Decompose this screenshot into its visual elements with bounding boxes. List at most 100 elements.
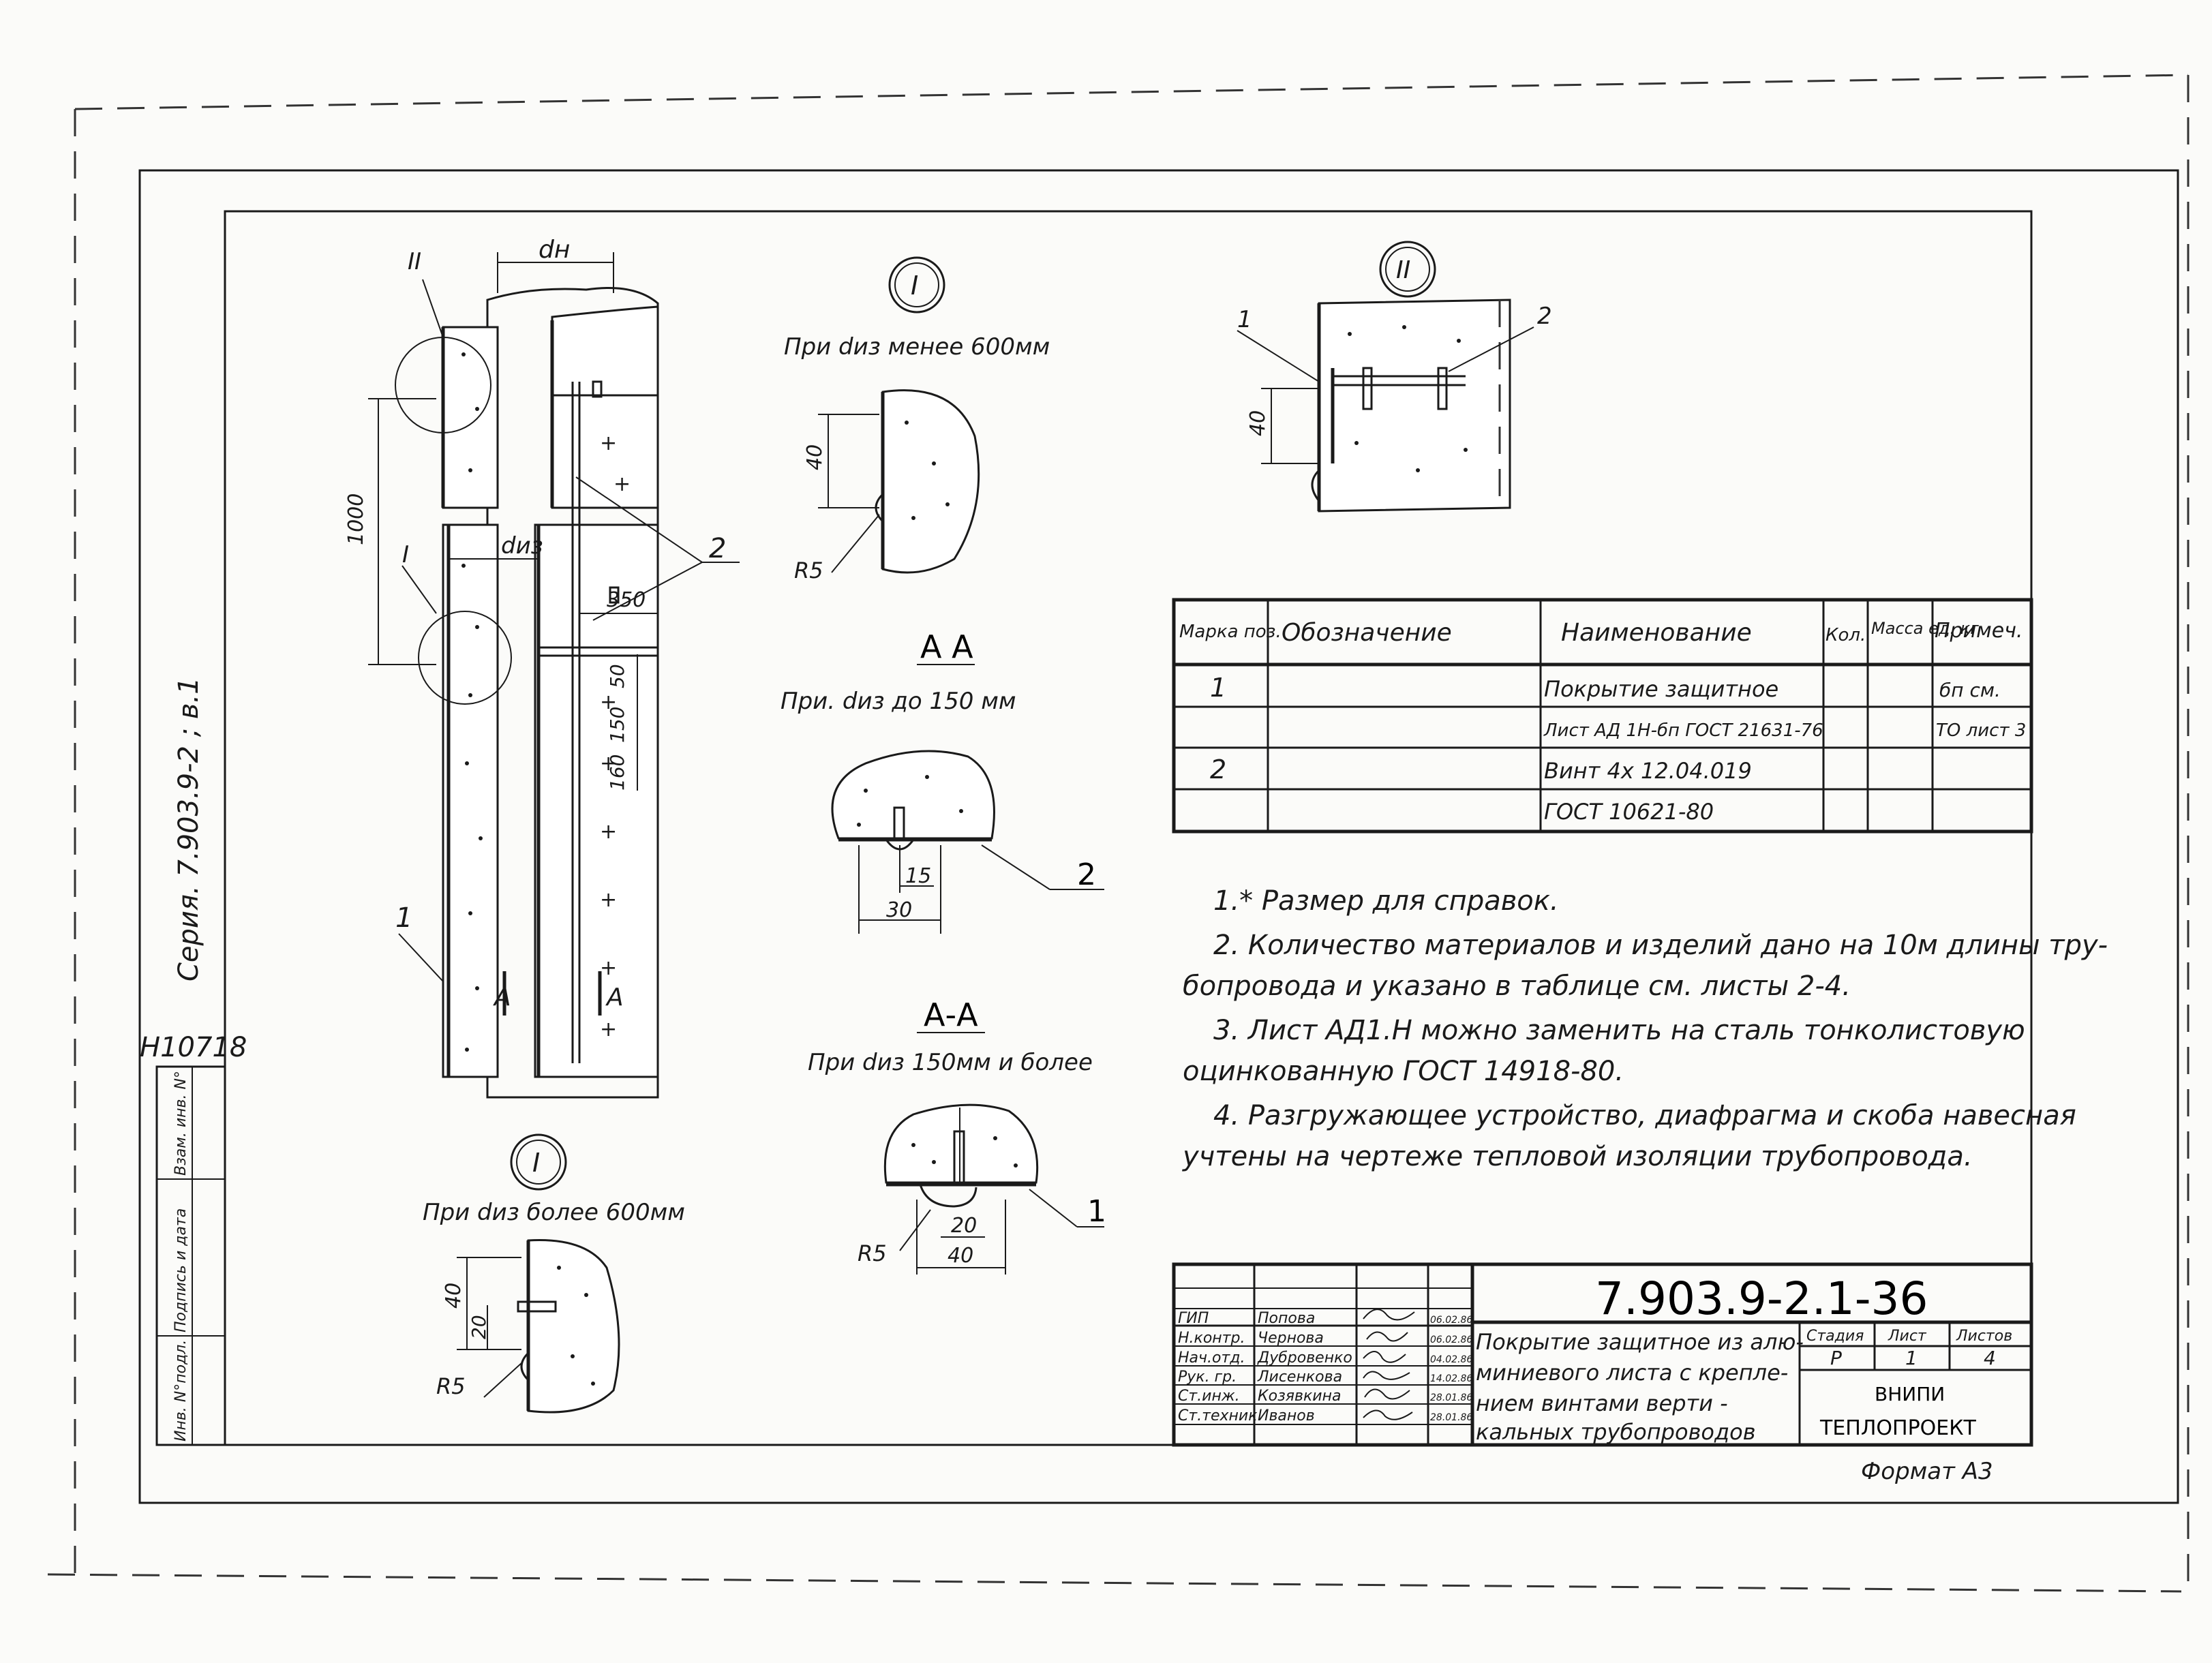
description-line-4: кальных трубопроводов: [1476, 1419, 1756, 1445]
spec-row-4-name: ГОСТ 10621-80: [1544, 799, 1714, 825]
pipe-view: dн ++ +++ +++: [344, 236, 740, 1099]
detail-I-small-caption: При dиз менее 600мм: [784, 333, 1050, 361]
detail-I-small: I При dиз менее 600мм 40 R5: [784, 256, 1050, 583]
spec-row-1-note: бп см.: [1939, 679, 2001, 701]
section-AA-large-title: А-А: [924, 996, 978, 1033]
dim-50: 50: [606, 664, 628, 688]
date-gip: 06.02.86: [1430, 1315, 1472, 1326]
inventory-number: Н10718: [140, 1032, 247, 1063]
name-norm-control: Чернова: [1258, 1330, 1324, 1347]
description-line-3: нием винтами верти -: [1476, 1390, 1728, 1416]
sheet-value: 1: [1905, 1347, 1918, 1369]
spec-header-mass: Масса ед. кг: [1871, 619, 1979, 638]
stage-value: Р: [1830, 1347, 1842, 1369]
section-AA-large-dim-40: 40: [948, 1244, 973, 1268]
name-gip: Попова: [1258, 1310, 1315, 1327]
name-senior-engineer: Козявкина: [1258, 1388, 1341, 1405]
spec-header-mark: Марка поз.: [1179, 622, 1282, 642]
name-group-head: Лисенкова: [1257, 1369, 1342, 1386]
section-AA-small: А А При. dиз до 150 мм 30 15 2: [781, 628, 1104, 934]
section-AA-small-dim-30: 30: [886, 898, 912, 922]
svg-text:+: +: [600, 1018, 617, 1041]
sheet-label: Лист: [1888, 1328, 1927, 1345]
spec-header-qty: Кол.: [1825, 625, 1866, 645]
date-senior-engineer: 28.01.86: [1430, 1392, 1472, 1403]
sheets-label: Листов: [1956, 1328, 2012, 1345]
detail-I-large: I При dиз более 600мм 40 20 R5: [423, 1133, 685, 1414]
role-dept-head: Нач.отд.: [1178, 1349, 1245, 1367]
spec-row-3-mark: 2: [1210, 754, 1226, 784]
section-mark-left: А: [493, 983, 511, 1011]
detail-I-large-dim-20: 20: [468, 1315, 490, 1339]
role-group-head: Рук. гр.: [1178, 1369, 1237, 1386]
margin-cell-signature: Подпись и дата: [172, 1208, 190, 1332]
outer-frame: [138, 169, 2179, 1504]
node-II-label: II: [408, 248, 421, 275]
detail-I-small-marker: I: [911, 271, 918, 301]
series-label: Серия. 7.903.9-2 ; в.1: [173, 677, 204, 981]
role-senior-technician: Ст.техник: [1178, 1407, 1258, 1424]
section-AA-small-title: А А: [920, 628, 973, 665]
svg-text:+: +: [600, 690, 617, 714]
date-senior-technician: 28.01.86: [1430, 1412, 1472, 1423]
detail-I-small-dim-40: 40: [803, 444, 827, 470]
signatures: [1363, 1309, 1415, 1420]
spec-table-headers: Марка поз. Обозначение Наименование Кол.…: [1179, 619, 2022, 647]
note-line-2: 2. Количество материалов и изделий дано …: [1213, 930, 2108, 961]
dim-1000: 1000: [344, 493, 368, 545]
svg-text:+: +: [600, 752, 617, 776]
stage-label: Стадия: [1806, 1328, 1864, 1345]
svg-text:+: +: [600, 888, 617, 912]
detail-I-large-radius: R5: [436, 1373, 466, 1399]
spec-row-1-mark: 1: [1210, 673, 1226, 703]
title-description: Покрытие защитное из алю- миниевого лист…: [1476, 1329, 1804, 1445]
svg-text:+: +: [600, 956, 617, 980]
role-gip: ГИП: [1178, 1310, 1209, 1327]
spec-row-1-name: Покрытие защитное: [1544, 676, 1778, 702]
spec-table-rows: 1 Покрытие защитное бп см. Лист АД 1Н-бп…: [1210, 673, 2026, 825]
dim-350: 350: [607, 588, 646, 612]
detail-II-dim-40: 40: [1246, 410, 1270, 436]
role-norm-control: Н.контр.: [1178, 1330, 1245, 1347]
section-AA-large-radius: R5: [858, 1240, 887, 1266]
section-AA-large-callout-1: 1: [1087, 1194, 1106, 1229]
detail-I-large-caption: При dиз более 600мм: [423, 1199, 685, 1226]
spec-row-3-name: Винт 4х 12.04.019: [1544, 758, 1752, 784]
detail-I-large-marker: I: [532, 1148, 540, 1178]
callout-2: 2: [709, 533, 726, 564]
spec-header-name: Наименование: [1561, 619, 1752, 647]
node-I-label: I: [402, 541, 409, 568]
detail-I-small-radius: R5: [794, 558, 823, 583]
spec-row-2-name: Лист АД 1Н-бп ГОСТ 21631-76: [1543, 720, 1823, 741]
note-line-4: 3. Лист АД1.Н можно заменить на сталь то…: [1213, 1015, 2025, 1046]
callout-1: 1: [395, 902, 412, 934]
svg-text:+: +: [600, 431, 617, 455]
note-line-3: бопровода и указано в таблице см. листы …: [1183, 971, 1851, 1002]
description-line-2: миниевого листа с крепле-: [1476, 1360, 1788, 1386]
title-block-roles: ГИП Попова 06.02.86 Н.контр. Чернова 06.…: [1178, 1310, 1472, 1424]
date-group-head: 14.02.86: [1430, 1373, 1472, 1384]
name-senior-technician: Иванов: [1258, 1407, 1315, 1424]
detail-II-callout-1: 1: [1237, 306, 1252, 333]
description-line-1: Покрытие защитное из алю-: [1476, 1329, 1804, 1355]
detail-II-marker: II: [1396, 256, 1410, 284]
section-mark-right: А: [605, 983, 624, 1011]
section-AA-large-dim-20: 20: [951, 1214, 977, 1238]
note-line-5: оцинкованную ГОСТ 14918-80.: [1183, 1056, 1624, 1087]
note-line-7: учтены на чертеже тепловой изоляции труб…: [1182, 1141, 1973, 1172]
role-senior-engineer: Ст.инж.: [1178, 1388, 1240, 1405]
organization-line-2: ТЕПЛОПРОЕКТ: [1819, 1416, 1977, 1440]
section-AA-small-caption: При. dиз до 150 мм: [781, 688, 1016, 715]
spec-header-note: Примеч.: [1935, 619, 2022, 643]
date-norm-control: 06.02.86: [1430, 1334, 1472, 1345]
sheet-trim-lines: [47, 74, 2190, 1593]
date-dept-head: 04.02.86: [1430, 1354, 1472, 1365]
svg-text:+: +: [613, 472, 631, 496]
detail-II-callout-2: 2: [1537, 303, 1552, 330]
spec-row-2-note: ТО лист 3: [1936, 720, 2026, 741]
section-AA-small-dim-15: 15: [905, 864, 931, 888]
spec-header-designation: Обозначение: [1282, 619, 1452, 647]
note-line-6: 4. Разгружающее устройство, диафрагма и …: [1213, 1100, 2076, 1131]
drawing-code: 7.903.9-2.1-36: [1595, 1272, 1928, 1325]
